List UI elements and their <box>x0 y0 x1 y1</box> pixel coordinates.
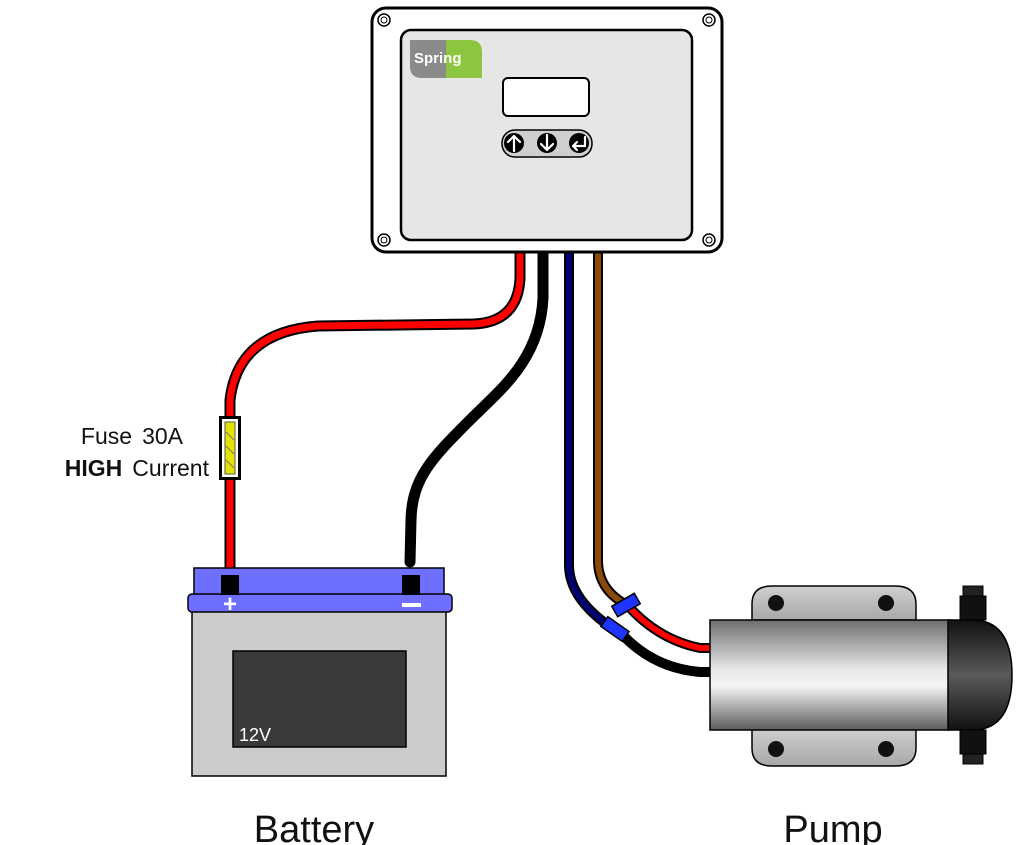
brand-label: Spring <box>414 50 462 67</box>
negative-symbol <box>402 603 421 607</box>
mount-hole <box>768 741 784 757</box>
pump-motor <box>709 619 951 731</box>
screw-icon <box>377 13 391 27</box>
battery-positive-terminal <box>221 575 239 595</box>
screw-icon <box>702 233 716 247</box>
pump-black-lead <box>615 627 717 677</box>
screw-icon <box>377 233 391 247</box>
brown-signal-wire <box>593 248 632 610</box>
pump-port-top <box>959 585 987 621</box>
battery-negative-terminal <box>402 575 420 595</box>
arrow-up-icon[interactable] <box>504 133 524 153</box>
battery-voltage-label: 12V <box>239 725 271 745</box>
fuse <box>219 416 241 480</box>
wires <box>224 247 717 677</box>
screw-icon <box>702 13 716 27</box>
spring-logo: Spring <box>410 40 482 78</box>
enter-icon[interactable] <box>569 133 589 153</box>
mount-hole <box>878 595 894 611</box>
wire-connector <box>610 592 642 618</box>
battery-label-panel <box>232 650 407 748</box>
battery-caption: Battery <box>254 809 374 845</box>
pump-red-lead <box>625 603 717 653</box>
pump <box>709 585 1013 767</box>
controller-box: Spring <box>370 6 724 254</box>
wire-connector <box>599 615 631 643</box>
battery: + 12V <box>187 567 453 777</box>
mount-hole <box>878 741 894 757</box>
negative-wire <box>404 247 549 568</box>
pump-caption: Pump <box>783 809 882 845</box>
lcd-display <box>502 77 590 117</box>
pump-head <box>947 619 1013 731</box>
blue-signal-wire <box>564 248 620 635</box>
arrow-down-icon[interactable] <box>537 133 557 153</box>
positive-symbol: + <box>223 591 237 618</box>
mount-hole <box>768 595 784 611</box>
pump-port-bottom <box>959 729 987 765</box>
